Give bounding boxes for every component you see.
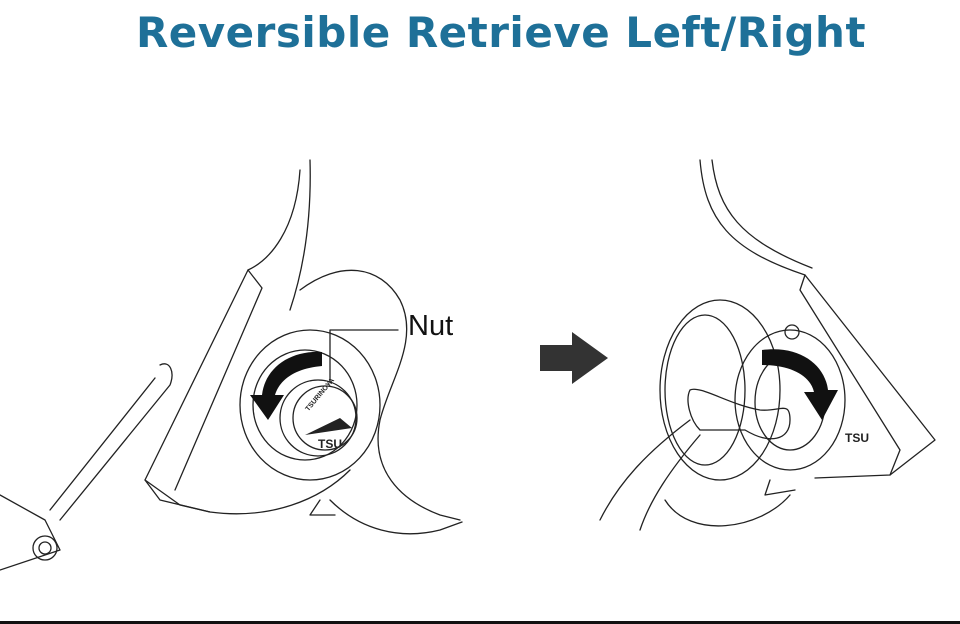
counterclockwise-arrow-icon	[250, 351, 322, 420]
bottom-divider	[0, 621, 960, 624]
logo-mark-text: TSU	[318, 437, 342, 451]
right-logo-mark-text: TSU	[845, 431, 869, 445]
clockwise-arrow-icon	[762, 349, 838, 420]
page-title: Reversible Retrieve Left/Right	[135, 8, 867, 57]
nut-callout-label: Nut	[408, 310, 454, 342]
nut-callout-line	[329, 329, 399, 384]
right-reel-illustration: TSU	[599, 159, 936, 531]
logo-arc-text: TSURINOYA	[305, 377, 336, 413]
left-reel-illustration: TSURINOYA TSU	[0, 159, 463, 571]
right-arrow-icon	[540, 332, 608, 384]
